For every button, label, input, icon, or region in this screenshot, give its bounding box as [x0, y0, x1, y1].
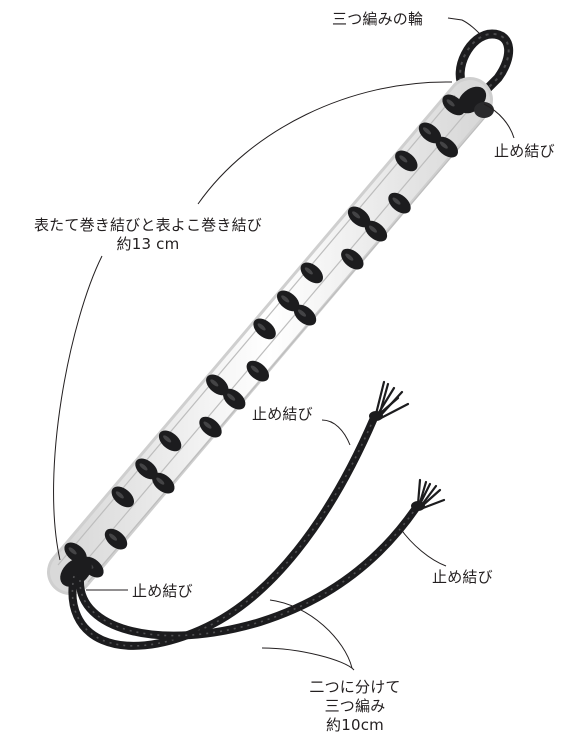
knot-highlight	[156, 477, 165, 485]
braided-tails	[68, 414, 420, 650]
braid-leader-line-a	[269, 599, 353, 669]
knot-section-label: 表たて巻き結びと表よこ巻き結び 約13 cm	[6, 216, 290, 254]
lower-tail-stop-knot-label: 止め結び	[432, 568, 493, 586]
knot-highlight	[368, 225, 377, 233]
knot-highlight	[297, 309, 307, 317]
knot-highlight	[352, 211, 361, 219]
knot-highlight	[139, 463, 148, 471]
knot-highlight	[163, 435, 172, 443]
lower-tail-leader-line	[399, 527, 447, 567]
knot-section-label-line2: 約13 cm	[116, 235, 180, 253]
knot-highlight	[210, 379, 219, 387]
braid-leader-line-b	[261, 647, 355, 671]
bottom-stop-knot-label: 止め結び	[132, 582, 193, 600]
top-stop-knot-shape	[457, 86, 494, 118]
knot-highlight	[399, 155, 408, 163]
knot-highlight	[281, 295, 290, 303]
knot-highlight	[392, 197, 401, 205]
knot-section-bracket	[197, 81, 453, 205]
knot-highlight	[446, 99, 455, 107]
lower-tassel	[411, 478, 446, 511]
knot-section-bracket-lower	[53, 255, 103, 561]
top-knot-leader-line	[483, 103, 515, 139]
knot-highlight	[257, 323, 266, 331]
knot-highlight	[422, 127, 432, 135]
braid-label-line2: 三つ編み	[324, 697, 386, 715]
braided-loop	[455, 29, 514, 97]
leader-lines	[53, 17, 515, 671]
upper-tail-stop-knot-label: 止め結び	[252, 405, 313, 423]
knot-highlight	[115, 491, 124, 499]
loop-label: 三つ編みの輪	[332, 10, 424, 28]
knot-highlight	[68, 547, 77, 555]
knot-highlight	[345, 253, 354, 261]
loop-leader-line	[447, 17, 483, 37]
braid-label: 二つに分けて 三つ編み 約10cm	[290, 678, 420, 735]
knot-highlight	[304, 267, 313, 275]
knot-highlight	[108, 533, 118, 541]
knot-highlight	[203, 421, 212, 429]
upper-tassel	[369, 380, 410, 421]
upper-tail-leader-line	[321, 419, 351, 446]
top-stop-knot-label: 止め結び	[494, 142, 555, 160]
knot-section-label-line1: 表たて巻き結びと表よこ巻き結び	[33, 216, 262, 234]
braid-label-line1: 二つに分けて	[309, 678, 401, 696]
knot-highlight	[439, 141, 448, 149]
clove-hitch-knots	[64, 94, 465, 578]
knot-highlight	[250, 365, 259, 373]
braid-label-line3: 約10cm	[326, 716, 384, 734]
knot-highlight	[227, 393, 236, 401]
